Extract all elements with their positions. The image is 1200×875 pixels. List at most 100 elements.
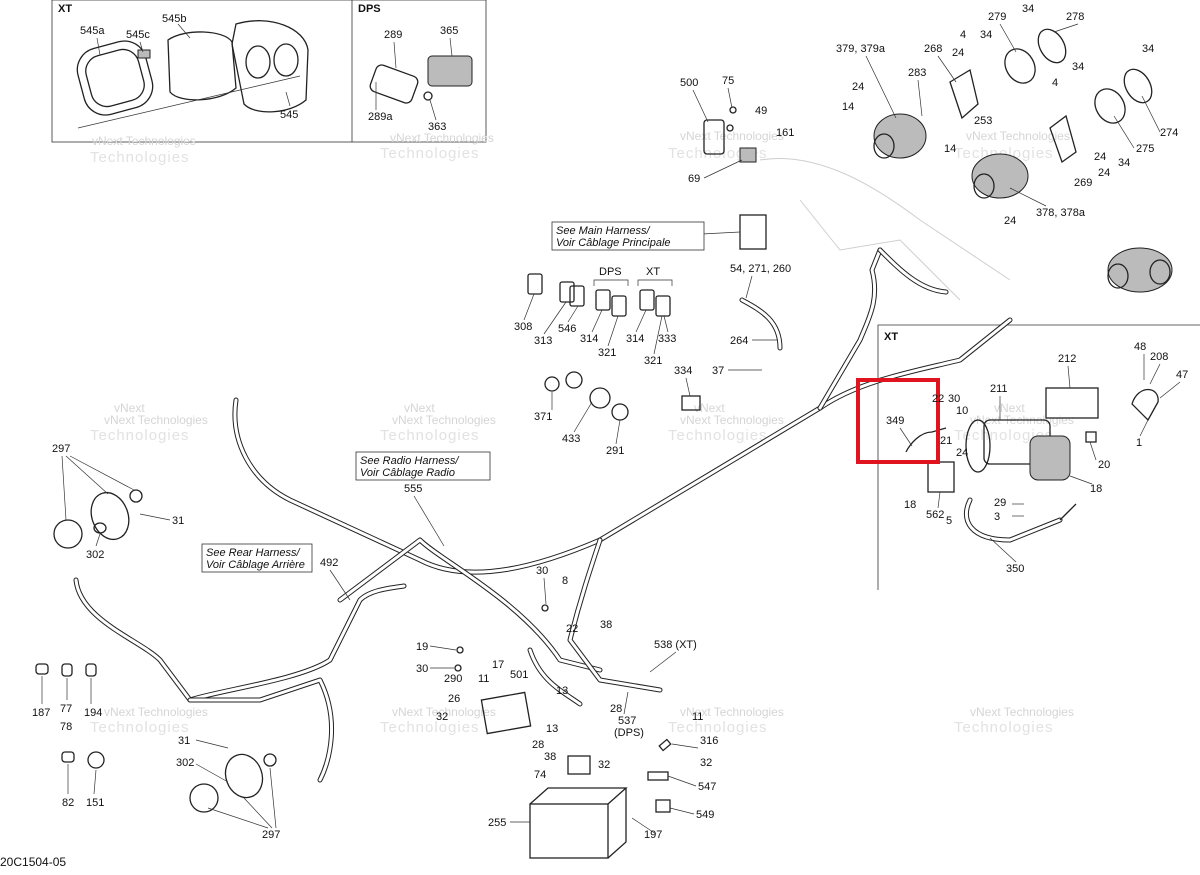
- main-harness-note-box: [551, 221, 705, 251]
- radio-harness-note-box: [355, 451, 491, 481]
- battery-top: [529, 787, 628, 805]
- part-number: 268: [924, 43, 942, 55]
- watermark-large: Technologies: [380, 145, 480, 162]
- part-number: 151: [86, 797, 104, 809]
- part-number: 24: [952, 47, 964, 59]
- watermark-large: Technologies: [380, 719, 480, 736]
- leader-line: [95, 533, 101, 547]
- leader-line: [77, 75, 301, 129]
- part-number: 291: [606, 445, 624, 457]
- motor-part: [971, 153, 1029, 199]
- part-number: 24: [1098, 167, 1110, 179]
- fastener-part: [423, 91, 433, 101]
- drive-motor-area: 379, 379a 268 4 24 34 279 34 278 34 24 1…: [759, 3, 1178, 301]
- watermark-small: vNext Technologies: [680, 413, 784, 427]
- fuse-box-part: [739, 214, 767, 250]
- part-number: 34: [1022, 3, 1034, 15]
- light-nut-part: [129, 489, 143, 503]
- harness-branch-inner: [878, 248, 948, 294]
- part-number: 28: [610, 703, 622, 715]
- top-left-panel-frame: [51, 0, 487, 143]
- part-number: 49: [755, 105, 767, 117]
- leader-line: [663, 315, 669, 333]
- part-number: 18: [1090, 483, 1102, 495]
- panel-label-xt: XT: [58, 3, 72, 15]
- part-number: 208: [1150, 351, 1168, 363]
- part-number: 34: [1072, 61, 1084, 73]
- part-number: 350: [1006, 563, 1024, 575]
- part-number: 279: [988, 11, 1006, 23]
- leader-line: [139, 513, 171, 521]
- harness-labels: 54, 271, 260 264 37 See Radio Harness/ V…: [201, 263, 791, 601]
- differential-face: [1149, 259, 1171, 285]
- part-number: 278: [1066, 11, 1084, 23]
- leader-line: [207, 807, 269, 829]
- radio-harness-note-line2: Voir Câblage Radio: [360, 467, 455, 479]
- solenoid-part: [567, 755, 591, 775]
- module-area: 500 75 49 161 69 533 See Main Harness/ V…: [551, 75, 794, 251]
- part-number: 316: [700, 735, 718, 747]
- part-number: 333: [658, 333, 676, 345]
- leader-line: [1149, 363, 1161, 385]
- leader-line: [999, 23, 1017, 53]
- part-number: 194: [84, 707, 102, 719]
- motor-face: [873, 133, 895, 159]
- watermark-small: vNext Technologies: [970, 705, 1074, 719]
- leader-line: [413, 495, 445, 547]
- leader-line: [692, 89, 709, 123]
- bracket-part: [949, 68, 979, 120]
- part-number: 289a: [368, 111, 393, 123]
- fairlead-part: [1045, 387, 1099, 419]
- leader-line: [195, 739, 229, 749]
- part-number: 363: [428, 121, 446, 133]
- watermark-large: Technologies: [668, 719, 768, 736]
- part-number: 20: [1098, 459, 1110, 471]
- part-number: 546: [558, 323, 576, 335]
- part-number: 308: [514, 321, 532, 333]
- harness-battery: [527, 647, 583, 707]
- switch-part: [611, 295, 627, 317]
- differential-face: [1107, 263, 1129, 289]
- part-number: 11: [692, 711, 703, 723]
- leader-line: [1053, 23, 1079, 33]
- part-number: 29: [994, 497, 1006, 509]
- motor-face: [973, 173, 995, 199]
- part-number: 32: [598, 759, 610, 771]
- bezel-part: [369, 64, 419, 104]
- battery-side: [607, 788, 627, 859]
- group-bracket: [637, 279, 673, 286]
- light-housing-part: [224, 753, 264, 799]
- part-number: 314: [580, 333, 598, 345]
- part-number: 75: [722, 75, 734, 87]
- bezel-part: [76, 40, 154, 116]
- light-housing-part: [90, 491, 130, 541]
- part-number: 321: [598, 347, 616, 359]
- part-number: 3: [994, 511, 1000, 523]
- leader-line: [177, 23, 191, 39]
- cluster-part: [231, 20, 309, 113]
- leader-line: [653, 315, 663, 355]
- watermark-top: vNext: [404, 401, 435, 415]
- leader-line: [1067, 365, 1071, 389]
- module-part: [703, 119, 725, 155]
- differential-part: [1107, 247, 1173, 293]
- part-number: 31: [172, 515, 184, 527]
- part-number: 26: [448, 693, 460, 705]
- panel-label-dps: DPS: [358, 3, 381, 15]
- part-number: 8: [562, 575, 568, 587]
- part-number: 313: [534, 335, 552, 347]
- ring-part: [1004, 48, 1036, 84]
- leader-line: [139, 41, 144, 53]
- part-number: 4: [960, 29, 966, 41]
- watermark-large: Technologies: [668, 427, 768, 444]
- leader-line: [1139, 419, 1149, 437]
- part-number: 290: [444, 673, 462, 685]
- part-number: 47: [1176, 369, 1188, 381]
- part-number: 10: [956, 405, 968, 417]
- figure-code: 20C1504-05: [0, 855, 66, 869]
- part-number: 187: [32, 707, 50, 719]
- part-number: 255: [488, 817, 506, 829]
- hook-part: [1131, 388, 1159, 422]
- light-nut-part: [263, 753, 277, 767]
